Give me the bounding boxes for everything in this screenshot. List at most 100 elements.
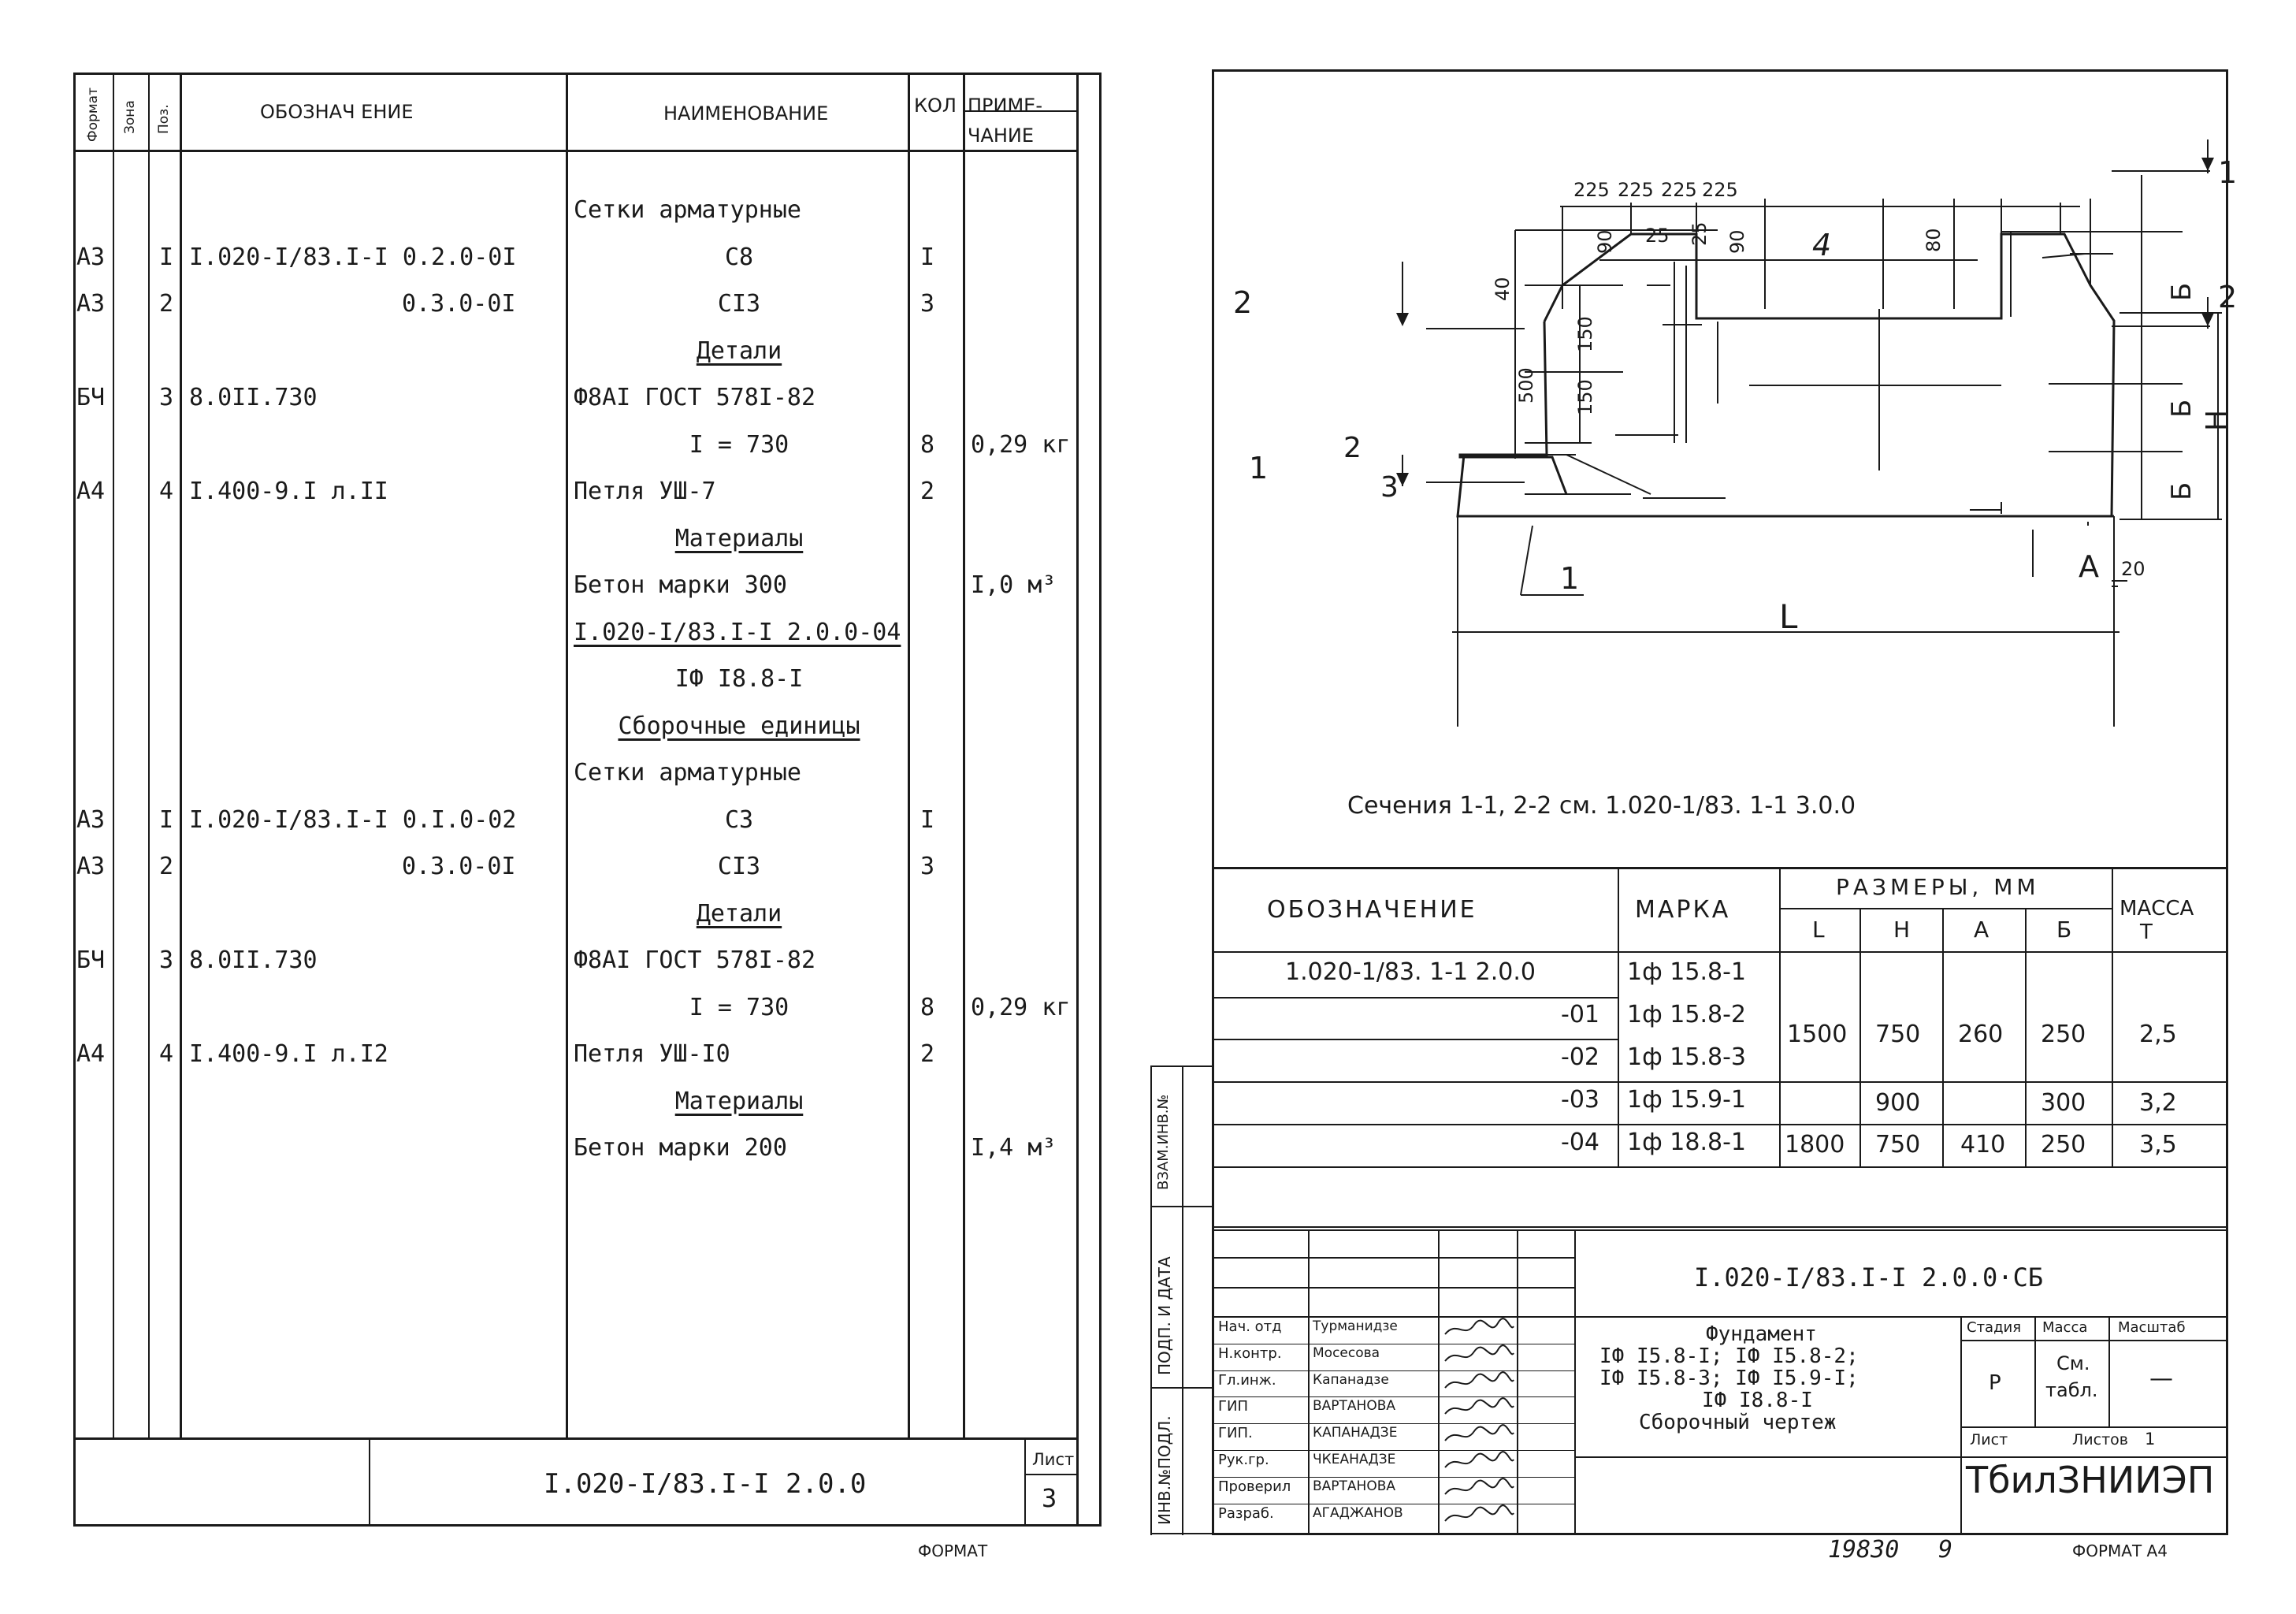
dim-b-2: Б: [2166, 400, 2198, 418]
dim-225-3: 225: [1661, 179, 1697, 201]
sheet-number: 3: [1042, 1483, 1057, 1513]
row-name: I.020-I/83.I-I 2.0.0-04: [574, 618, 901, 646]
col-qty-header: КОЛ: [914, 95, 957, 117]
row-pos: I: [159, 243, 174, 271]
cell-l-1800: 1800: [1785, 1131, 1845, 1158]
section-2-right: 2: [2218, 280, 2237, 314]
dim-90-right: 90: [1726, 229, 1748, 254]
row-qty: 8: [920, 993, 935, 1021]
row-pos: 2: [159, 853, 174, 880]
scale-value: —: [2149, 1365, 2173, 1393]
table-h-designation: Обозначение: [1267, 896, 1477, 924]
table-h-sizes: Размеры, мм: [1836, 874, 2040, 900]
col-note-header-2: ЧАНИЕ: [968, 125, 1035, 147]
row-format: А4: [76, 1040, 106, 1068]
row-qty: 8: [920, 430, 935, 459]
col-zone-header: Зона: [122, 100, 138, 134]
cell-h-750b: 750: [1875, 1131, 1921, 1158]
cell-m-25: 2,5: [2139, 1021, 2177, 1048]
role-label: ГИП: [1218, 1398, 1248, 1415]
leader-4-label: 4: [1812, 228, 1831, 262]
size-row-mark: 1ф 15.8-3: [1627, 1043, 1746, 1071]
sheets-value: 1: [2145, 1430, 2156, 1449]
dim-l: L: [1779, 597, 1798, 636]
stamp-sign: ПОДП. И ДАТА: [1155, 1256, 1174, 1375]
row-name: Сетки арматурные: [574, 759, 801, 787]
section-1-right: 1: [2218, 155, 2237, 190]
mass-value-1: См.: [2056, 1352, 2090, 1374]
stamp-inv-orig: ИНВ.№ПОДЛ.: [1155, 1415, 1174, 1525]
row-qty: I: [920, 243, 935, 271]
dim-500: 500: [1515, 367, 1537, 404]
table-h-h: Н: [1893, 917, 1911, 943]
cell-m-35: 3,5: [2139, 1131, 2177, 1158]
row-name: Петля УШ-I0: [574, 1040, 730, 1068]
signature-mark: [1444, 1397, 1514, 1415]
row-pos: 4: [159, 478, 174, 505]
role-person: АГАДЖАНОВ: [1313, 1504, 1403, 1521]
size-row-designation: -01: [1561, 1001, 1599, 1028]
foundation-top-block: [1458, 453, 1568, 495]
row-format: А3: [76, 290, 106, 318]
size-row-mark: 1ф 15.8-2: [1627, 1001, 1746, 1028]
table-h-mass-1: Масса: [2120, 897, 2194, 920]
row-format: А3: [76, 805, 106, 834]
role-label: ГИП.: [1218, 1425, 1253, 1442]
row-qty: 3: [920, 290, 935, 318]
cell-m-32: 3,2: [2139, 1089, 2177, 1117]
row-name: Детали: [696, 337, 782, 365]
row-name: Бетон марки 200: [574, 1134, 787, 1162]
col-pos-header: Поз.: [156, 104, 172, 134]
scale-label: Масштаб: [2118, 1319, 2186, 1336]
row-name: Материалы: [674, 1087, 804, 1115]
dim-b-3: Б: [2166, 482, 2198, 500]
row-name: Детали: [696, 899, 782, 928]
signature-mark: [1444, 1424, 1514, 1441]
row-qty: 2: [920, 1040, 935, 1068]
row-name: Петля УШ-7: [574, 478, 716, 505]
row-format: А3: [76, 853, 106, 880]
signature-mark: [1444, 1344, 1514, 1362]
cell-b-250b: 250: [2041, 1131, 2086, 1158]
org-name: ТбилЗНИИЭП: [1966, 1459, 2215, 1501]
row-name: Сборочные единицы: [618, 712, 860, 740]
doc-number: I.020-I/83.I-I 2.0.0: [544, 1468, 867, 1500]
table-h-b: Б: [2056, 917, 2072, 943]
title-line-4: IФ I8.8-I: [1702, 1389, 1813, 1412]
dim-b-1: Б: [2166, 283, 2198, 301]
row-name: СI3: [717, 290, 761, 318]
row-designation: I.400-9.I л.I2: [189, 1040, 388, 1068]
dim-h: Н: [2201, 410, 2233, 431]
dim-150-b: 150: [1574, 379, 1596, 415]
signature-mark: [1444, 1451, 1514, 1468]
stage-value: Р: [1989, 1371, 2001, 1395]
col-designation-header: ОБОЗНАЧ ЕНИЕ: [260, 101, 414, 123]
row-designation: I.020-I/83.I-I 0.I.0-02: [189, 805, 517, 834]
row-name: С3: [724, 805, 754, 834]
cell-h-750: 750: [1875, 1021, 1921, 1048]
table-h-mark: Марка: [1635, 896, 1731, 924]
row-pos: I: [159, 805, 174, 834]
size-row-designation: 1.020-1/83. 1-1 2.0.0: [1284, 958, 1536, 986]
title-line-5: Сборочный чертеж: [1639, 1411, 1837, 1434]
size-row-mark: 1ф 15.8-1: [1627, 958, 1746, 986]
role-label: Н.контр.: [1218, 1344, 1282, 1362]
row-pos: 3: [159, 946, 174, 974]
row-name: Материалы: [674, 524, 804, 552]
row-format: БЧ: [76, 946, 106, 974]
size-row-mark: 1ф 18.8-1: [1627, 1129, 1746, 1156]
dim-25-2: 25: [1689, 221, 1711, 246]
row-name: I = 730: [689, 993, 789, 1021]
row-name: IФ I8.8-I: [674, 665, 804, 693]
label-3-inner: 3: [1380, 471, 1399, 504]
title-line-2: IФ I5.8-I; IФ I5.8-2;: [1599, 1344, 1859, 1368]
row-name: СI3: [717, 853, 761, 880]
row-designation: 8.0II.730: [189, 946, 318, 974]
row-designation: 0.3.0-0I: [402, 853, 516, 880]
dim-a: А: [2079, 549, 2099, 584]
role-person: ВАРТАНОВА: [1313, 1398, 1396, 1415]
row-note: I,4 м³: [971, 1134, 1057, 1162]
role-person: ВАРТАНОВА: [1313, 1478, 1396, 1494]
table-h-a: А: [1974, 917, 1989, 943]
role-person: ЧКЕАНАДЗЕ: [1313, 1452, 1396, 1467]
